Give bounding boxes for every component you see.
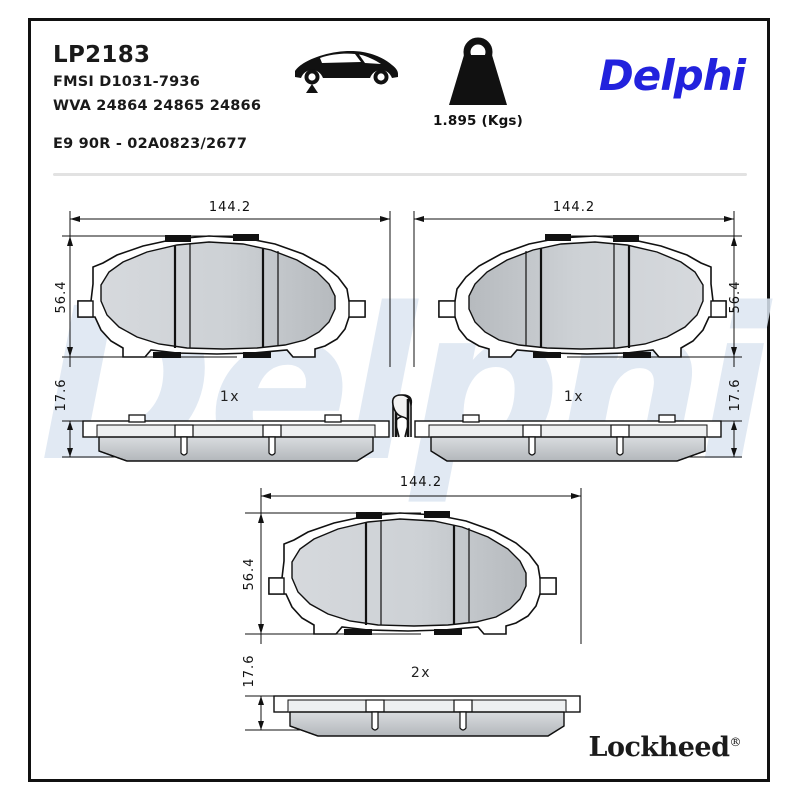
header-divider [53, 173, 747, 176]
wear-sensor-clip-right [391, 394, 412, 438]
dim-height-top-right: 56.4 [728, 281, 743, 314]
qty-top-right: 1x [564, 389, 584, 405]
qty-bottom: 2x [411, 665, 431, 681]
delphi-logo: Delphi [598, 51, 746, 100]
weight-icon [449, 37, 507, 105]
dim-height-top-left: 56.4 [54, 281, 69, 314]
qty-top-left: 1x [220, 389, 240, 405]
lockheed-text: Lockheed [588, 732, 730, 763]
wva-codes: WVA 24864 24865 24866 [53, 97, 262, 114]
dim-thickness-bottom: 17.6 [242, 655, 257, 688]
datasheet-frame: Delphi LP2183 FMSI D1031-7936 WVA 24864 … [28, 18, 770, 782]
pad-bottom-center: 144.2 56.4 [221, 474, 591, 744]
header: LP2183 FMSI D1031-7936 WVA 24864 24865 2… [31, 21, 773, 171]
ece-approval-code: E9 90R - 02A0823/2677 [53, 136, 248, 152]
lockheed-logo: Lockheed® [588, 732, 741, 763]
dim-height-bottom: 56.4 [242, 558, 257, 591]
dim-length-top-left: 144.2 [209, 200, 251, 215]
registered-mark: ® [729, 735, 742, 749]
technical-drawings: 144.2 56.4 [31, 179, 773, 749]
weight-block: 1.895 (Kgs) [423, 37, 533, 129]
pad-top-left: 144.2 56.4 [54, 189, 417, 469]
fmsi-code: FMSI D1031-7936 [53, 73, 200, 90]
weight-value: 1.895 (Kgs) [432, 113, 524, 129]
pad-top-right: 144.2 56.4 17.6 1x [387, 189, 747, 469]
page-title: LP2183 [53, 42, 151, 68]
dim-length-bottom: 144.2 [400, 475, 442, 490]
part-identification-block: LP2183 FMSI D1031-7936 WVA 24864 24865 2… [53, 41, 261, 117]
car-front-axle-icon [295, 51, 398, 93]
dim-thickness-top-left: 17.6 [54, 379, 69, 412]
dim-length-top-right: 144.2 [553, 200, 595, 215]
dim-thickness-top-right: 17.6 [728, 379, 743, 412]
